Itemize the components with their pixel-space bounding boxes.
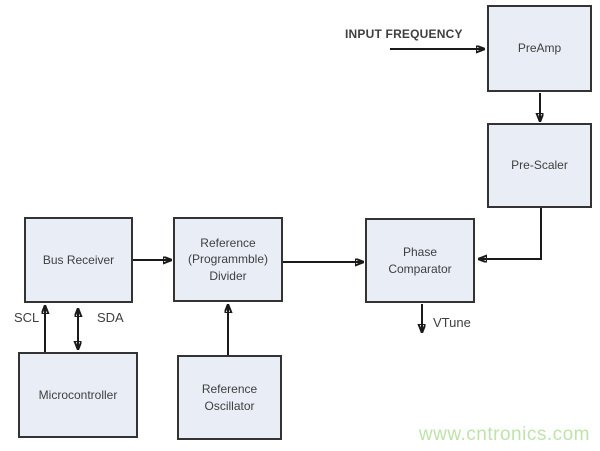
input-frequency-label: INPUT FREQUENCY bbox=[345, 27, 463, 41]
block-preamp-label: PreAmp bbox=[517, 41, 562, 56]
watermark-text: www.cntronics.com bbox=[418, 424, 590, 445]
block-reference-oscillator-label: Reference Oscillator bbox=[201, 382, 258, 413]
block-reference-divider-label: Reference (Programmble) Divider bbox=[187, 236, 268, 283]
arrow-prescaler-to-phase-comparator bbox=[479, 208, 542, 259]
block-microcontroller: Microcontroller bbox=[18, 352, 138, 438]
block-phase-comparator: Phase Comparator bbox=[365, 218, 475, 303]
block-pre-scaler-label: Pre-Scaler bbox=[511, 158, 568, 173]
sda-label: SDA bbox=[97, 310, 124, 325]
block-phase-comparator-label: Phase Comparator bbox=[388, 245, 452, 276]
block-microcontroller-label: Microcontroller bbox=[38, 387, 118, 402]
block-reference-oscillator: Reference Oscillator bbox=[177, 355, 282, 440]
block-preamp: PreAmp bbox=[487, 5, 592, 92]
block-reference-divider: Reference (Programmble) Divider bbox=[173, 217, 283, 302]
block-bus-receiver: Bus Receiver bbox=[24, 217, 133, 303]
block-bus-receiver-label: Bus Receiver bbox=[42, 252, 115, 267]
block-pre-scaler: Pre-Scaler bbox=[487, 123, 592, 208]
vtune-label: VTune bbox=[433, 315, 471, 330]
scl-label: SCL bbox=[14, 310, 40, 325]
